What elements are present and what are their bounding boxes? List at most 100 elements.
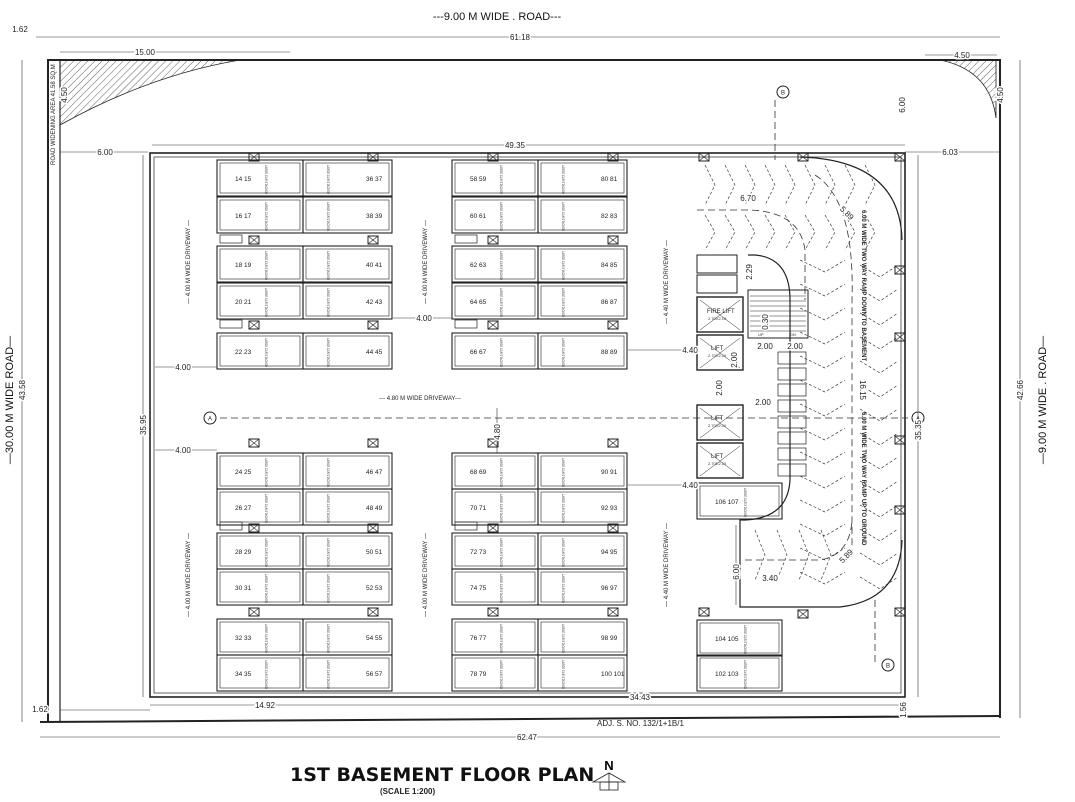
stall-type-label: LARGE CAR STACKED — [561, 660, 566, 689]
column-icon — [487, 438, 499, 448]
fire-lift-label: FIRE LIFT — [707, 309, 735, 315]
columns — [219, 152, 906, 619]
stall-type-label: LARGE CAR STACKED — [326, 458, 331, 487]
utility-box — [219, 319, 243, 329]
column-icon — [367, 152, 379, 162]
stall-type-label: LARGE CAR STACKED — [326, 202, 331, 231]
stall-type-label: LARGE CAR STACKED — [264, 538, 269, 567]
stall-type-label: LARGE CAR STACKED — [326, 288, 331, 317]
dimension-label: 2.00 — [757, 342, 773, 351]
stall-number: 100 101 — [601, 671, 625, 678]
utility-box — [219, 234, 243, 244]
dimension-label: 4.80 — [493, 424, 502, 440]
dimension-label: 4.50 — [60, 87, 69, 103]
stall-number: 80 81 — [601, 176, 618, 183]
stall-number: 48 49 — [366, 505, 383, 512]
right-road-label: —9.00 M WIDE . ROAD— — [1037, 336, 1049, 464]
column-icon — [367, 523, 379, 533]
stall-type-label: LARGE CAR STACKED — [326, 624, 331, 653]
dimension-label: 34.43 — [630, 693, 651, 702]
stall-number: 68 69 — [470, 469, 487, 476]
column-icon — [487, 235, 499, 245]
dimension-label: 16.15 — [858, 380, 867, 401]
dimension-label: 15.00 — [135, 48, 156, 57]
stall-number: 84 85 — [601, 262, 618, 269]
stall-number: 14 15 — [235, 176, 252, 183]
stall-number: 42 43 — [366, 299, 383, 306]
top-road-label: ---9.00 M WIDE . ROAD--- — [433, 11, 562, 23]
service-core: FIRE LIFT 2.70X2.10 LIFT 2.70X2.10 LIFT … — [696, 254, 809, 479]
dimension-label: 3.40 — [762, 574, 778, 583]
dimension-label: 4.50 — [954, 51, 970, 60]
parking-stall: 14 15 LARGE CAR STACKED — [216, 159, 304, 197]
stall-number: 92 93 — [601, 505, 618, 512]
stall-number: 64 65 — [470, 299, 487, 306]
stall-type-label: LARGE CAR STACKED — [561, 202, 566, 231]
stall-number: 104 105 — [715, 636, 739, 643]
stall-type-label: LARGE CAR STACKED — [561, 338, 566, 367]
stall-number: 102 103 — [715, 671, 739, 678]
stall-type-label: LARGE CAR STACKED — [499, 538, 504, 567]
svg-text:B: B — [886, 664, 890, 670]
ramp-up-label: 6.00 M WIDE TWO WAY RAMP UP TO GROUND — [860, 412, 866, 546]
stall-type-label: LARGE CAR STACKED — [499, 338, 504, 367]
adjacent-survey-label: ADJ. S. NO. 132/1+1B/1 — [597, 719, 684, 728]
dimension-label: 6.70 — [740, 194, 756, 203]
column-icon — [607, 320, 619, 330]
stall-number: 54 55 — [366, 635, 383, 642]
dimension-label: 1.56 — [899, 702, 908, 718]
dimension-label: 4.50 — [996, 87, 1005, 103]
parking-stall: 28 29 LARGE CAR STACKED — [216, 532, 304, 570]
stall-type-label: LARGE CAR STACKED — [264, 494, 269, 523]
parking-stall: 64 65 LARGE CAR STACKED — [451, 282, 539, 320]
stall-type-label: LARGE CAR STACKED — [326, 574, 331, 603]
column-icon — [367, 607, 379, 617]
stall-number: 30 31 — [235, 585, 252, 592]
stall-type-label: LARGE CAR STACKED — [264, 660, 269, 689]
stall-number: 62 63 — [470, 262, 487, 269]
dimension-label: 5.89 — [838, 205, 856, 223]
lift-label: LIFT — [711, 416, 724, 422]
column-icon — [248, 235, 260, 245]
column-icon — [894, 152, 906, 162]
stall-type-label: LARGE CAR STACKED — [264, 251, 269, 280]
stall-number: 74 75 — [470, 585, 487, 592]
dimension-label: 1.62 — [32, 705, 48, 714]
stall-type-label: LARGE CAR STACKED — [264, 165, 269, 194]
column-icon — [248, 607, 260, 617]
dimension-label: 1.62 — [12, 25, 28, 34]
lift-label: LIFT — [711, 346, 724, 352]
column-icon — [607, 152, 619, 162]
ramp-down-label: 6.00 M WIDE TWO WAY RAMP DOWN TO BASEMEN… — [860, 210, 866, 361]
stall-number: 28 29 — [235, 549, 252, 556]
dimension-label: 4.00 — [175, 363, 191, 372]
stall-number: 94 95 — [601, 549, 618, 556]
grid-marker-b: B — [881, 658, 895, 672]
stall-number: 86 87 — [601, 299, 618, 306]
column-icon — [607, 607, 619, 617]
driveway-label: — 4.00 M WIDE DRIVEWAY — — [186, 533, 192, 617]
stall-type-label: LARGE CAR STACKED — [326, 165, 331, 194]
dimension-label: 49.35 — [505, 141, 526, 150]
ramp — [697, 156, 903, 608]
dimension-label: 4.40 — [682, 481, 698, 490]
lift-size: 2.70X2.10 — [708, 423, 727, 428]
dimension-label: 4.00 — [175, 446, 191, 455]
column-icon — [607, 438, 619, 448]
stall-type-label: LARGE CAR STACKED — [499, 288, 504, 317]
stall-type-label: LARGE CAR STACKED — [561, 458, 566, 487]
